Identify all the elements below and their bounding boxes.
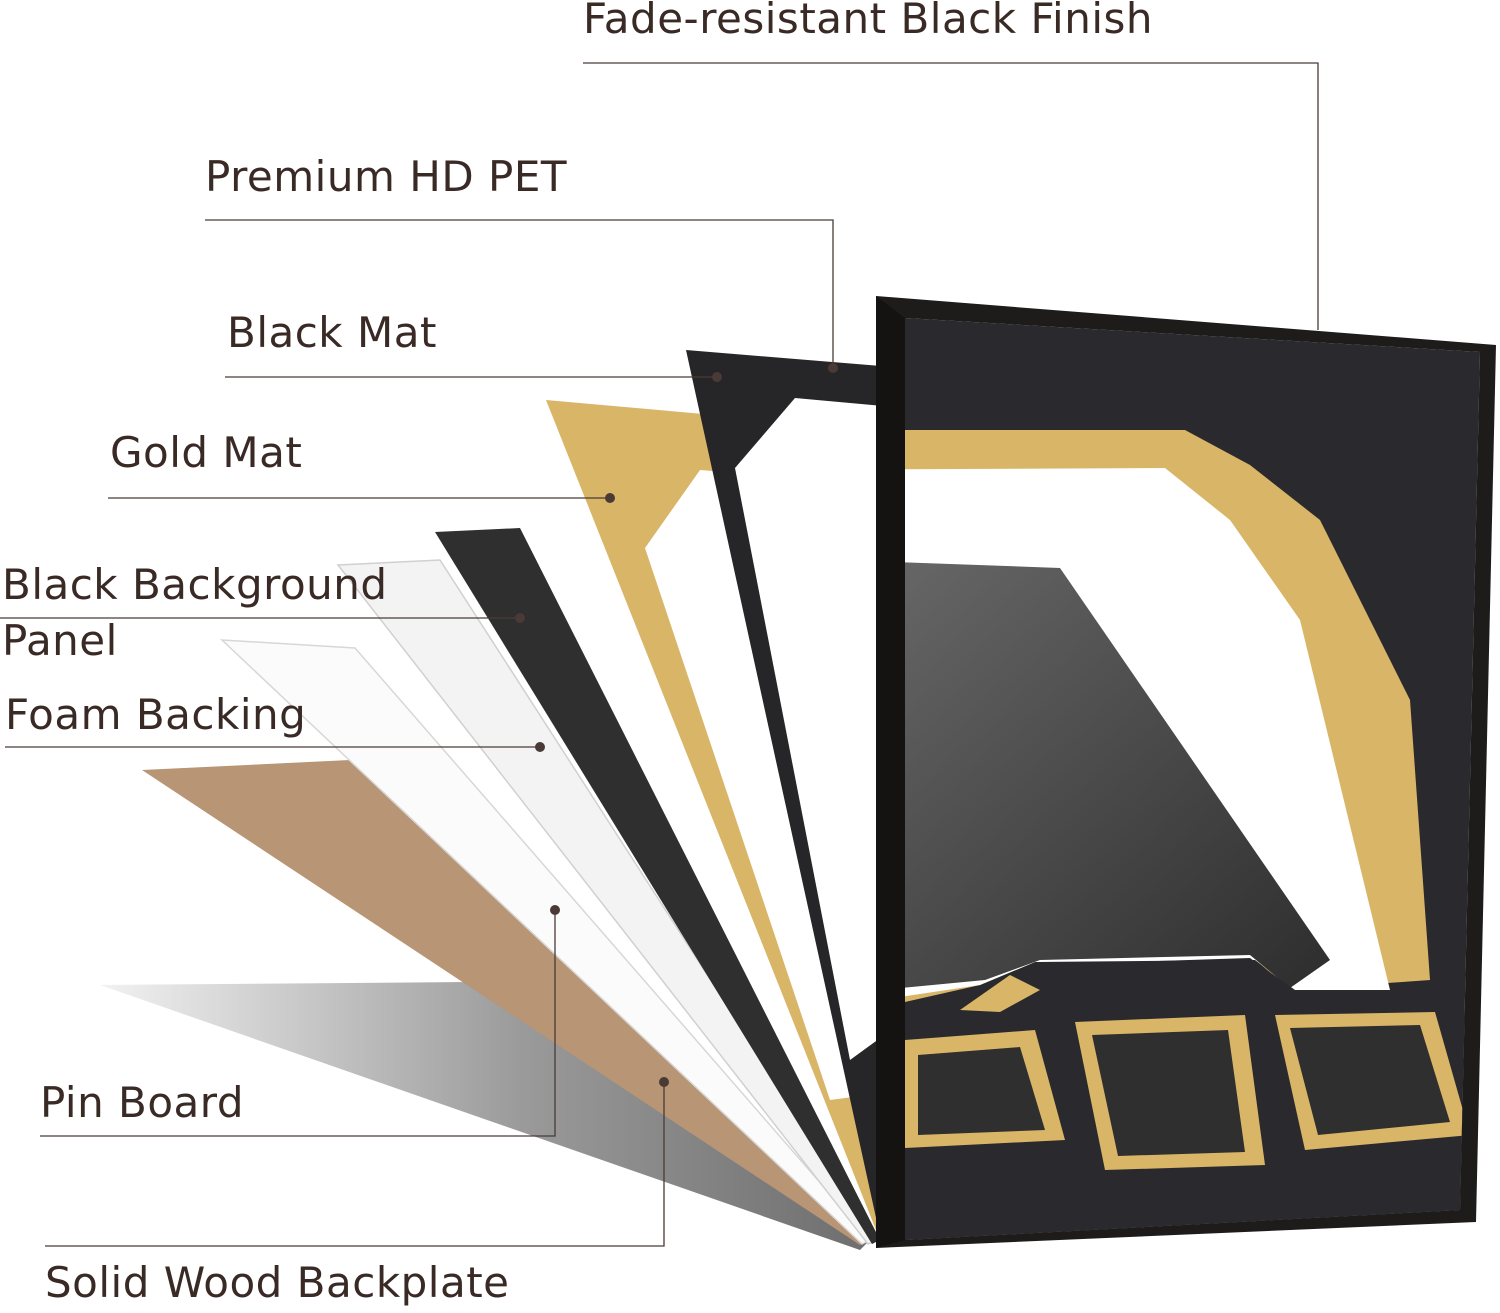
front-assembly (905, 318, 1480, 1240)
black-background-panel-layer (435, 528, 880, 1244)
dot-backplate (659, 1077, 669, 1087)
dot-pet (828, 363, 838, 373)
pin-board-layer (142, 760, 870, 1245)
label-pet: Premium HD PET (205, 152, 568, 201)
label-frame: Fade-resistant Black Finish (583, 0, 1153, 43)
dot-gold-mat (605, 493, 615, 503)
label-background-line1: Black Background (2, 560, 388, 609)
black-mat-window (735, 398, 905, 1060)
floor-shadow (100, 982, 870, 1250)
dot-background (515, 613, 525, 623)
label-foam: Foam Backing (5, 690, 307, 739)
leader-lines (0, 62, 1319, 1247)
label-gold-mat: Gold Mat (110, 428, 303, 477)
label-black-mat: Black Mat (227, 308, 437, 357)
leader-line-pet (205, 219, 834, 368)
dot-foam (535, 742, 545, 752)
leader-dots (515, 363, 838, 1087)
label-pin-board: Pin Board (40, 1078, 244, 1127)
label-backplate: Solid Wood Backplate (45, 1258, 510, 1307)
leader-line-frame (583, 62, 1319, 330)
dot-pin-board (550, 905, 560, 915)
leader-line-pin-board (40, 910, 556, 1137)
leader-line-backplate (45, 1082, 665, 1247)
label-background-line2: Panel (2, 616, 118, 665)
dot-black-mat (712, 372, 722, 382)
